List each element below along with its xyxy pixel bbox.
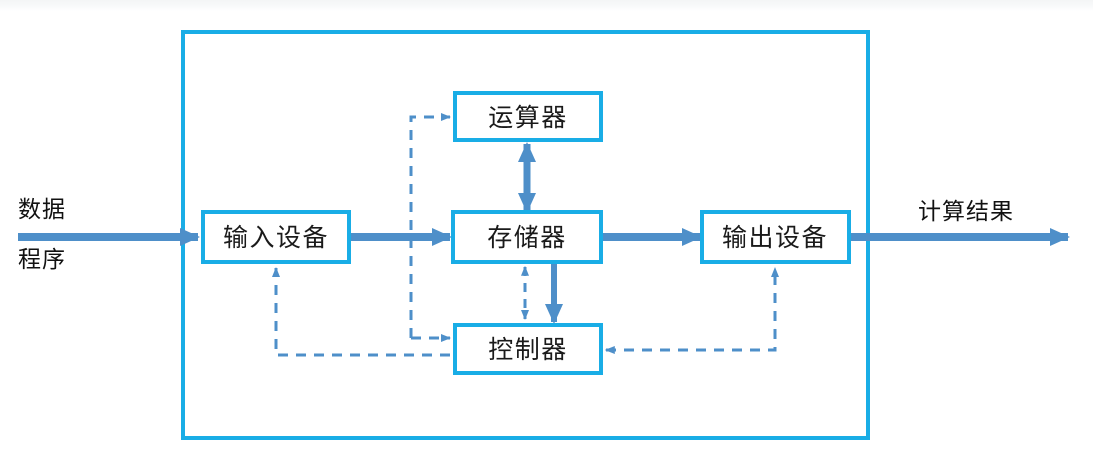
connector-controller-output [604,267,779,354]
box-output-device-label: 输出设备 [722,223,828,252]
box-alu-label: 运算器 [488,103,568,132]
box-output-device[interactable]: 输出设备 [700,210,851,264]
connector-controller-alu [409,113,451,338]
box-controller[interactable]: 控制器 [453,323,603,375]
connector-controller-input [272,267,450,357]
box-alu[interactable]: 运算器 [453,91,603,142]
label-input-data: 数据 [18,197,66,223]
top-band [0,0,1093,11]
box-input-device-label: 输入设备 [223,223,329,252]
box-input-device[interactable]: 输入设备 [201,210,351,264]
label-input-program: 程序 [18,247,66,273]
label-output-result: 计算结果 [918,199,1014,225]
box-memory-label: 存储器 [487,223,567,252]
box-controller-label: 控制器 [488,335,568,364]
box-memory[interactable]: 存储器 [451,210,603,264]
